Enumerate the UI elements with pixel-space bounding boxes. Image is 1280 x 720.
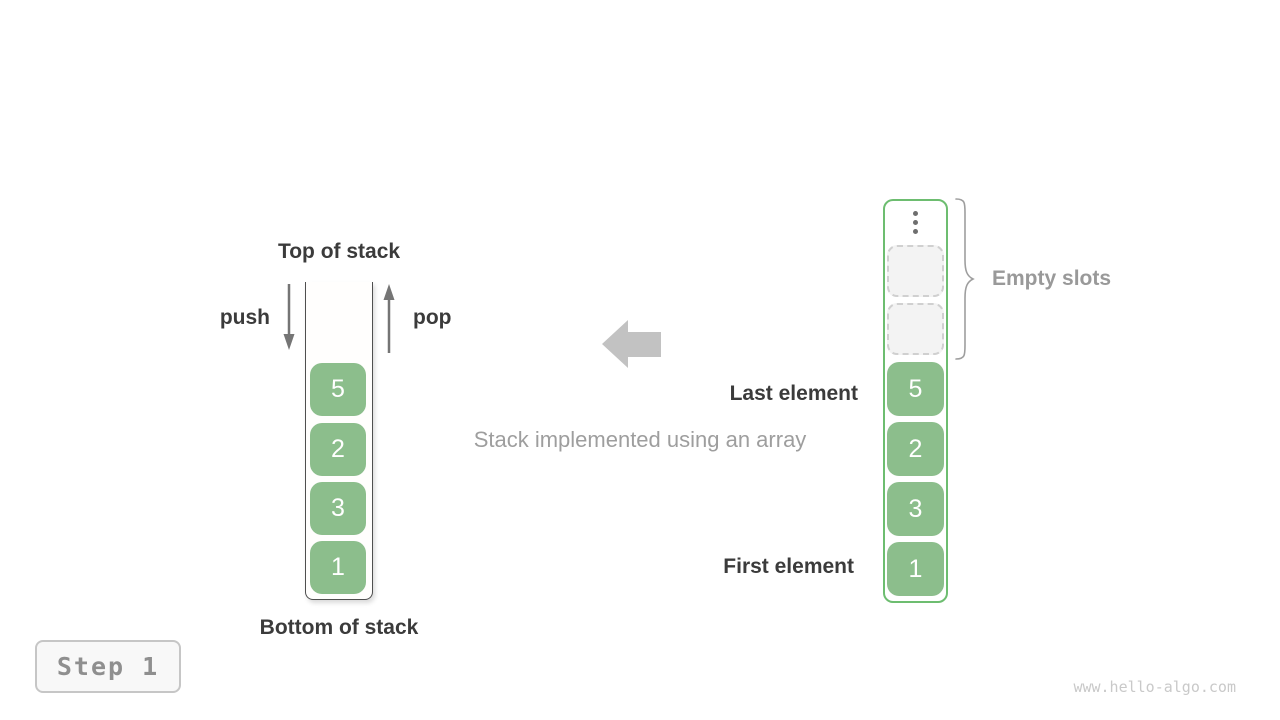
push-label: push	[219, 306, 270, 329]
left-block-arrow-icon	[602, 320, 662, 375]
empty-slot	[887, 303, 944, 355]
push-down-arrow-icon	[281, 282, 297, 357]
empty-slot	[887, 245, 944, 297]
array-cell: 3	[887, 482, 944, 536]
vertical-ellipsis-icon	[885, 211, 946, 234]
pop-label: pop	[413, 306, 452, 329]
array-cell: 1	[887, 542, 944, 596]
first-element-label: First element	[723, 555, 854, 578]
stack-container: 5 2 3 1	[305, 282, 373, 600]
stack-cell: 5	[310, 363, 366, 416]
watermark: www.hello-algo.com	[1073, 678, 1236, 696]
stack-cell: 3	[310, 482, 366, 535]
array-cell: 2	[887, 422, 944, 476]
last-element-label: Last element	[729, 382, 858, 405]
array-container: 5 2 3 1	[883, 199, 948, 603]
curly-brace-icon	[954, 197, 976, 366]
array-cell: 5	[887, 362, 944, 416]
pop-up-arrow-icon	[381, 282, 397, 360]
stack-cell: 1	[310, 541, 366, 594]
empty-slots-label: Empty slots	[992, 267, 1112, 290]
diagram-caption: Stack implemented using an array	[473, 427, 807, 452]
bottom-of-stack-label: Bottom of stack	[259, 616, 419, 639]
top-of-stack-label: Top of stack	[277, 240, 401, 263]
step-badge: Step 1	[35, 640, 181, 693]
stack-cell: 2	[310, 423, 366, 476]
